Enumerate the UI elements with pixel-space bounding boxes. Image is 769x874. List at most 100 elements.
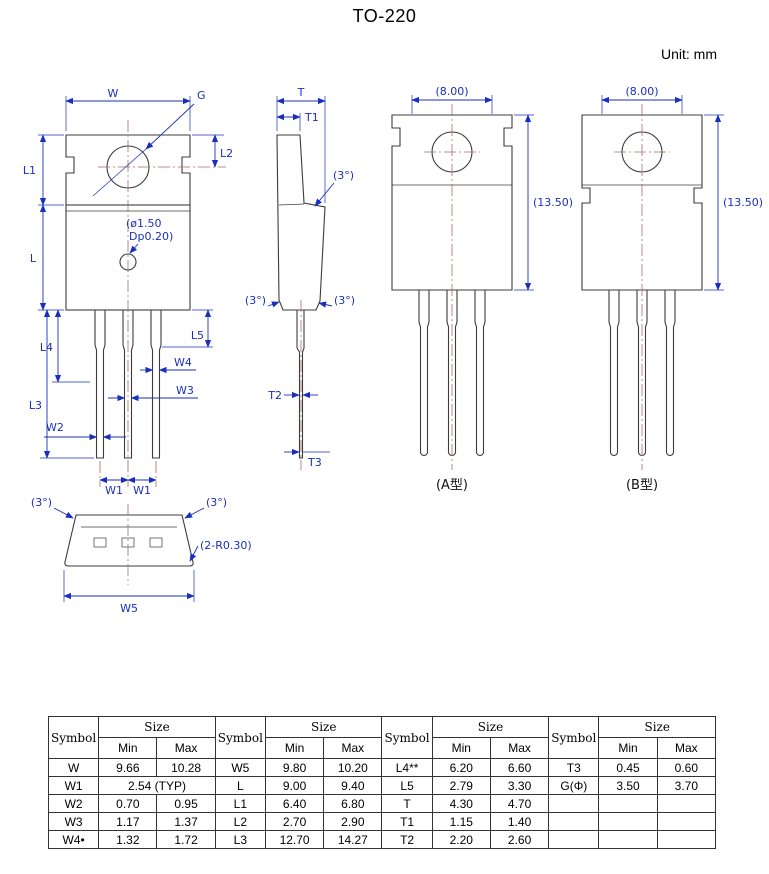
header-min: Min (98, 737, 158, 759)
dim-label-w1-right: W1 (133, 484, 151, 497)
table-cell: L5 (381, 776, 433, 795)
lead-middle (122, 309, 134, 459)
header-min: Min (431, 737, 491, 759)
table-cell: L1 (214, 794, 266, 813)
table-cell (548, 794, 600, 813)
dim-label-l4: L4 (40, 341, 53, 354)
lead-section-right (149, 537, 163, 548)
angle-label-bottom-view-right: (3°) (206, 496, 227, 509)
lead-left (94, 309, 106, 459)
header-min: Min (598, 737, 658, 759)
table-cell: 6.20 (431, 758, 491, 777)
table-cell (598, 794, 658, 813)
table-header: Symbol Size Symbol Size Symbol Size Symb… (47, 716, 717, 759)
table-cell (598, 812, 658, 831)
header-size: Size (598, 716, 716, 738)
unit-note: Unit: mm (661, 46, 717, 62)
type-b-caption: (B型) (626, 478, 658, 493)
table-cell: 0.45 (598, 758, 658, 777)
header-symbol: Symbol (548, 716, 600, 759)
table-cell (656, 794, 717, 813)
angle-label-bottom-left: (3°) (245, 294, 266, 307)
dimension-table: Symbol Size Symbol Size Symbol Size Symb… (47, 716, 717, 849)
dim-label-t3: T3 (307, 456, 322, 469)
table-cell: 6.80 (323, 794, 383, 813)
header-max: Max (489, 737, 550, 759)
package-drawing: W G L2 L1 L (ø1.50 Dp0.20) L5 W4 W3 (23, 85, 763, 615)
type-a-caption: (A型) (436, 478, 468, 493)
dimension-table-wrap: Symbol Size Symbol Size Symbol Size Symb… (47, 716, 717, 849)
table-cell: 1.15 (431, 812, 491, 831)
dim-label-b-width: (8.00) (625, 85, 658, 98)
table-cell: 1.72 (156, 830, 216, 849)
dim-label-w5: W5 (120, 602, 138, 615)
table-cell: 3.30 (489, 776, 550, 795)
dim-label-w2: W2 (46, 421, 64, 434)
dim-label-w3: W3 (176, 384, 194, 397)
dim-label-l: L (30, 252, 37, 265)
table-cell: 1.17 (98, 812, 158, 831)
front-view-drawing: W G L2 L1 L (ø1.50 Dp0.20) L5 W4 W3 (23, 87, 233, 497)
table-cell: 9.80 (264, 758, 325, 777)
dim-label-l1: L1 (23, 164, 36, 177)
type-b-view-drawing: (8.00) (13.50) (B型) (581, 85, 763, 493)
corner-radius-note: (2-R0.30) (200, 539, 252, 552)
table-cell: T1 (381, 812, 433, 831)
table-cell: 2.54 (TYP) (98, 776, 216, 795)
lead-right (150, 309, 162, 459)
dim-label-t: T (297, 86, 305, 99)
angle-label-bottom-view-left: (3°) (31, 496, 52, 509)
header-symbol: Symbol (214, 716, 266, 759)
table-cell: T3 (548, 758, 600, 777)
table-cell: 0.70 (98, 794, 158, 813)
table-cell: L3 (214, 830, 266, 849)
dim-label-l2: L2 (220, 147, 233, 160)
table-cell: 6.60 (489, 758, 550, 777)
lead-section-left (93, 537, 107, 548)
header-max: Max (656, 737, 717, 759)
table-cell: 2.79 (431, 776, 491, 795)
table-cell: T (381, 794, 433, 813)
header-symbol: Symbol (47, 716, 100, 759)
side-view-drawing: T T1 (3°) (3°) (3°) T2 T3 (245, 86, 355, 470)
table-cell: W (47, 758, 100, 777)
table-cell: 14.27 (323, 830, 383, 849)
lead-side-profile (296, 309, 305, 459)
dim-label-w1-left: W1 (105, 484, 123, 497)
type-a-view-drawing: (8.00) (13.50) (A型) (391, 85, 573, 493)
table-cell: L4** (381, 758, 433, 777)
dim-label-g: G (197, 89, 206, 102)
header-max: Max (323, 737, 383, 759)
table-cell: G(Φ) (548, 776, 600, 795)
table-cell: 12.70 (264, 830, 325, 849)
table-cell: 1.37 (156, 812, 216, 831)
table-cell (656, 830, 717, 849)
table-cell: 3.70 (656, 776, 717, 795)
table-cell: 4.70 (489, 794, 550, 813)
table-cell: W2 (47, 794, 100, 813)
table-cell: W4• (47, 830, 100, 849)
dim-label-a-height: (13.50) (533, 196, 573, 209)
page-title: TO-220 (352, 6, 417, 26)
table-cell: L (214, 776, 266, 795)
header-size: Size (431, 716, 550, 738)
hole-note-line2: Dp0.20) (129, 230, 173, 243)
table-cell: 9.66 (98, 758, 158, 777)
table-cell: 0.95 (156, 794, 216, 813)
header-max: Max (156, 737, 216, 759)
table-cell: 2.90 (323, 812, 383, 831)
table-cell: 9.00 (264, 776, 325, 795)
dim-label-t2: T2 (267, 389, 282, 402)
table-cell: 3.50 (598, 776, 658, 795)
table-cell: W1 (47, 776, 100, 795)
table-cell: 0.60 (656, 758, 717, 777)
header-size: Size (98, 716, 216, 738)
angle-label-bottom-right: (3°) (334, 294, 355, 307)
table-cell: 4.30 (431, 794, 491, 813)
table-cell: 10.20 (323, 758, 383, 777)
hole-note-line1: (ø1.50 (126, 217, 162, 230)
